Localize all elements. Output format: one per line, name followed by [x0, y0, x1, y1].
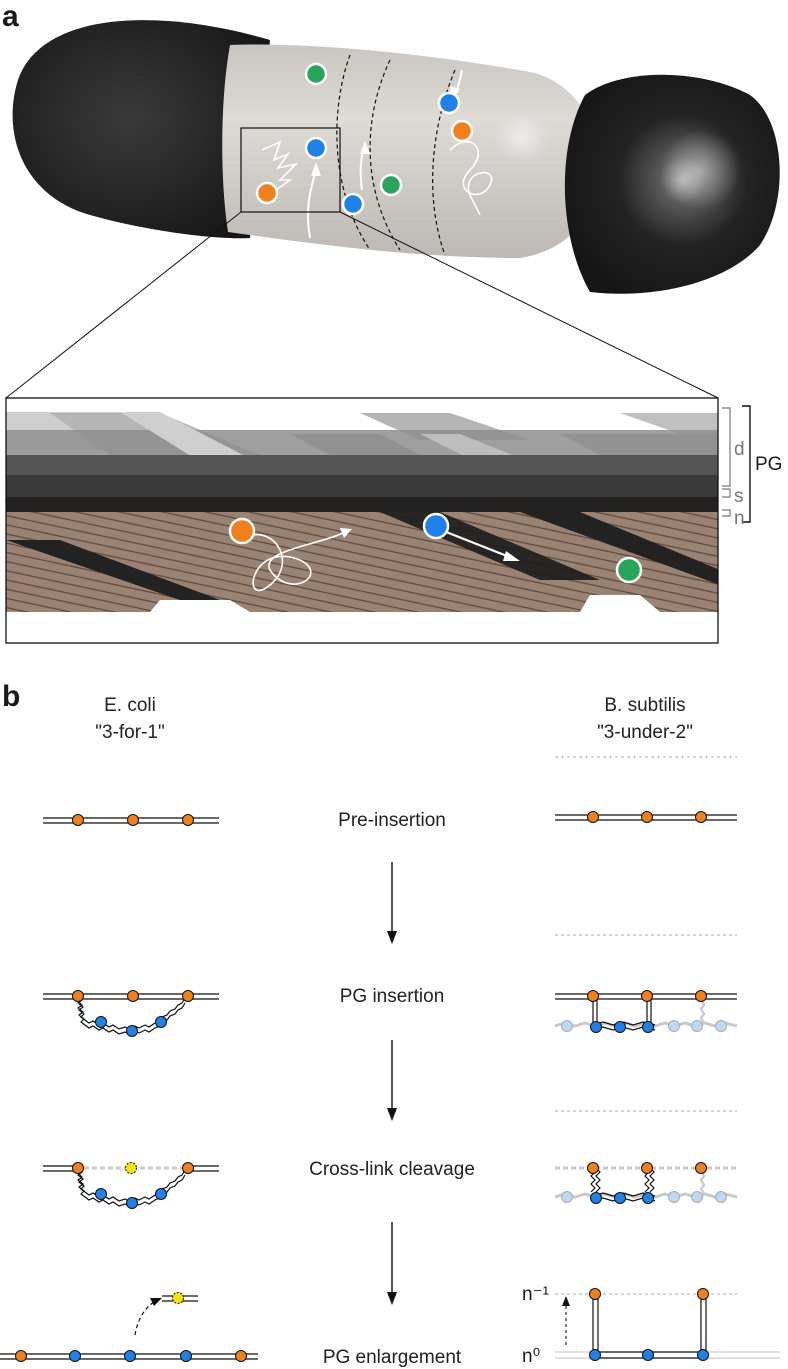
arrow-2-head [387, 1108, 397, 1121]
zoom-line-left [5, 211, 242, 399]
right-separators [555, 756, 737, 1295]
layer-s-band-2 [6, 475, 718, 497]
cell-rod [12, 20, 780, 294]
layer-d-6 [620, 413, 718, 434]
panel-a-label: a [2, 0, 19, 33]
ecoli-pre-insertion [43, 814, 219, 826]
left-cap [12, 20, 270, 239]
bsub-cross-link-cleavage [554, 1162, 738, 1204]
orange-particle-1 [450, 119, 474, 143]
left-title: E. coli [104, 695, 156, 716]
label-d: d [734, 439, 745, 460]
blue-particle-3 [341, 192, 365, 216]
step-cross-link-cleavage: Cross-link cleavage [309, 1159, 475, 1180]
bsub-pre-insertion [555, 811, 737, 823]
arrowhead-1 [311, 162, 321, 176]
ecoli-pg-insertion [43, 990, 219, 1037]
ecoli-pg-enlargement [0, 1292, 258, 1362]
ecoli-cross-link-cleavage [43, 1162, 219, 1209]
zoom-arrowhead-1 [340, 528, 352, 538]
arrowhead-2 [360, 141, 370, 154]
zoom-box [240, 127, 341, 213]
bracket-s [722, 488, 731, 498]
layer-d-band [6, 430, 718, 455]
bsub-pg-enlargement: n⁻¹ n⁰ [522, 1284, 780, 1367]
dashed-band-1 [336, 54, 371, 251]
random-walk-path-1 [261, 140, 299, 191]
step-pg-insertion: PG insertion [340, 986, 445, 1007]
level-label-bottom: n⁰ [522, 1346, 540, 1367]
zoom-green-particle [615, 556, 643, 584]
zoom-blue-particle [422, 512, 450, 540]
blue-particle-1 [437, 91, 461, 115]
random-walk-path-2 [449, 140, 493, 216]
glycan-gap-2 [520, 512, 718, 585]
glycan-hole-1 [150, 600, 250, 612]
layer-s-band-1 [6, 455, 718, 475]
green-particle-2 [379, 173, 403, 197]
step-pre-insertion: Pre-insertion [338, 810, 446, 831]
left-subtitle: "3-for-1" [95, 722, 164, 743]
yellow-marker [125, 1162, 137, 1174]
zoom-panel: d s n PG [5, 397, 782, 644]
bracket-n [722, 509, 731, 517]
panel-b-label: b [2, 680, 20, 713]
bsub-pg-insertion [554, 990, 738, 1033]
ecoli-orange-node [72, 814, 84, 826]
dashed-band-2 [369, 59, 401, 251]
label-s: s [734, 486, 744, 507]
zoom-frame [5, 397, 719, 644]
body-highlight [494, 112, 550, 164]
step-arrows [387, 862, 397, 1305]
zoom-arrowhead-2 [503, 551, 520, 561]
arrow-3-head [387, 1292, 397, 1305]
right-subtitle: "3-under-2" [597, 722, 693, 743]
glycan-hole-2 [580, 595, 660, 612]
label-pg: PG [755, 454, 782, 475]
bracket-d [722, 407, 731, 487]
cap-highlight [660, 130, 740, 210]
dashed-band-3 [432, 69, 456, 256]
zoom-orange-particle [228, 517, 256, 545]
released-fragment-arrow [134, 1299, 159, 1336]
orange-particle-2 [255, 181, 279, 205]
layer-n-band [6, 497, 718, 512]
level-label-top: n⁻¹ [522, 1284, 549, 1305]
zoom-line-right [339, 211, 719, 399]
ecoli-orange-node [182, 814, 194, 826]
label-n: n [734, 508, 745, 529]
zoom-directed-path [435, 526, 513, 560]
green-particle-1 [304, 62, 328, 86]
right-title: B. subtilis [604, 695, 685, 716]
glycan-gap-1 [6, 540, 220, 600]
arrow-1-head [387, 931, 397, 944]
zoom-random-walk [239, 531, 346, 592]
blue-particle-2 [304, 136, 328, 160]
ecoli-orange-node [127, 814, 139, 826]
bracket-pg [742, 405, 751, 523]
step-pg-enlargement: PG enlargement [323, 1347, 462, 1368]
cylinder-body [222, 44, 600, 258]
